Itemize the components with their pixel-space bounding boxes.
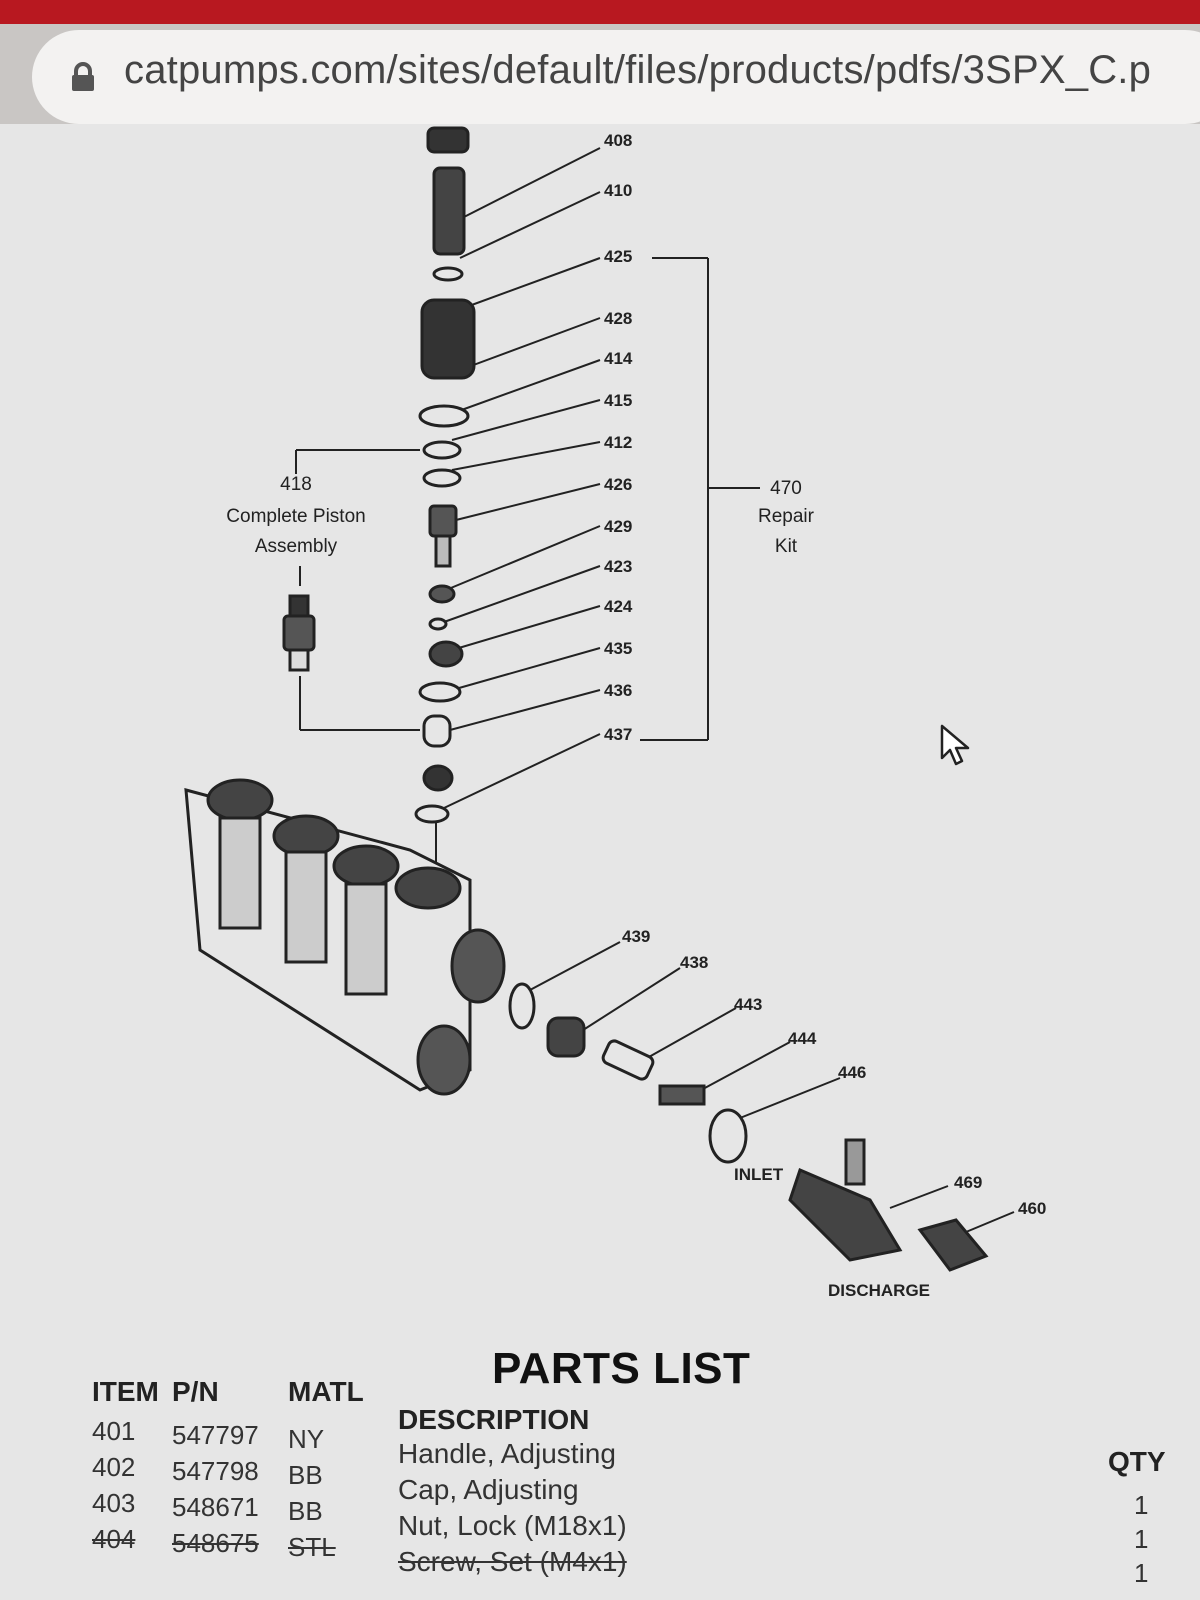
callout-424: 424 (604, 597, 633, 616)
row-401-pn: 547797 (172, 1420, 259, 1450)
callout-446: 446 (838, 1063, 866, 1082)
piston-label-line1: Complete Piston (226, 506, 365, 527)
col-header-description: DESCRIPTION (398, 1404, 590, 1435)
callout-444: 444 (788, 1029, 817, 1048)
callout-435: 435 (604, 639, 632, 658)
callout-423: 423 (604, 557, 632, 576)
callout-428: 428 (604, 309, 632, 328)
row-402-pn: 547798 (172, 1456, 259, 1486)
repair-kit-line2: Kit (775, 536, 798, 557)
callout-408: 408 (604, 131, 632, 150)
row-404-matl: STL (288, 1532, 336, 1562)
col-header-qty: QTY (1108, 1446, 1166, 1477)
callout-415: 415 (604, 391, 632, 410)
callout-412: 412 (604, 433, 632, 452)
callout-429: 429 (604, 517, 632, 536)
callout-438: 438 (680, 953, 708, 972)
callout-414: 414 (604, 349, 633, 368)
row-404-pn: 548675 (172, 1528, 259, 1558)
callout-425: 425 (604, 247, 632, 266)
row-402-description: Cap, Adjusting (398, 1474, 579, 1505)
mouse-cursor-icon (940, 724, 974, 773)
inlet-label: INLET (734, 1165, 784, 1184)
repair-kit-line1: Repair (758, 506, 815, 527)
leader-lines (295, 147, 1015, 1233)
row-403-pn: 548671 (172, 1492, 259, 1522)
row-403-qty: 1 (1134, 1524, 1149, 1554)
callout-460: 460 (1018, 1199, 1046, 1218)
repair-kit-number: 470 (770, 478, 802, 499)
row-404-qty: 1 (1134, 1558, 1149, 1588)
row-403-item: 403 (92, 1488, 136, 1518)
lock-icon (70, 62, 96, 92)
callout-469: 469 (954, 1173, 982, 1192)
url-text: catpumps.com/sites/default/files/product… (124, 48, 1152, 92)
callout-439: 439 (622, 927, 650, 946)
row-404-description: Screw, Set (M4x1) (398, 1546, 627, 1577)
row-401-description: Handle, Adjusting (398, 1438, 616, 1469)
row-401-item: 401 (92, 1416, 136, 1446)
row-403-description: Nut, Lock (M18x1) (398, 1510, 627, 1541)
piston-label-line2: Assembly (255, 536, 338, 557)
callout-436: 436 (604, 681, 632, 700)
piston-assembly-drawing (282, 594, 316, 672)
row-401-matl: NY (288, 1424, 325, 1454)
row-402-qty: 1 (1134, 1490, 1149, 1520)
callout-410: 410 (604, 181, 632, 200)
col-header-item: ITEM (92, 1376, 159, 1407)
address-bar[interactable]: catpumps.com/sites/default/files/product… (32, 30, 1200, 124)
parts-list-title: PARTS LIST (492, 1344, 751, 1393)
row-402-item: 402 (92, 1452, 136, 1482)
callout-426: 426 (604, 475, 632, 494)
window-top-strip (0, 0, 1200, 24)
row-404-item: 404 (92, 1524, 136, 1554)
piston-label-number: 418 (280, 474, 312, 495)
callout-437: 437 (604, 725, 632, 744)
callout-443: 443 (734, 995, 762, 1014)
col-header-pn: P/N (172, 1376, 219, 1407)
manifold-drawing (184, 778, 506, 1096)
row-402-matl: BB (288, 1460, 323, 1490)
col-header-matl: MATL (288, 1376, 364, 1407)
valve-stack (414, 126, 476, 824)
inlet-parts (508, 982, 989, 1272)
discharge-label: DISCHARGE (828, 1281, 930, 1300)
row-403-matl: BB (288, 1496, 323, 1526)
